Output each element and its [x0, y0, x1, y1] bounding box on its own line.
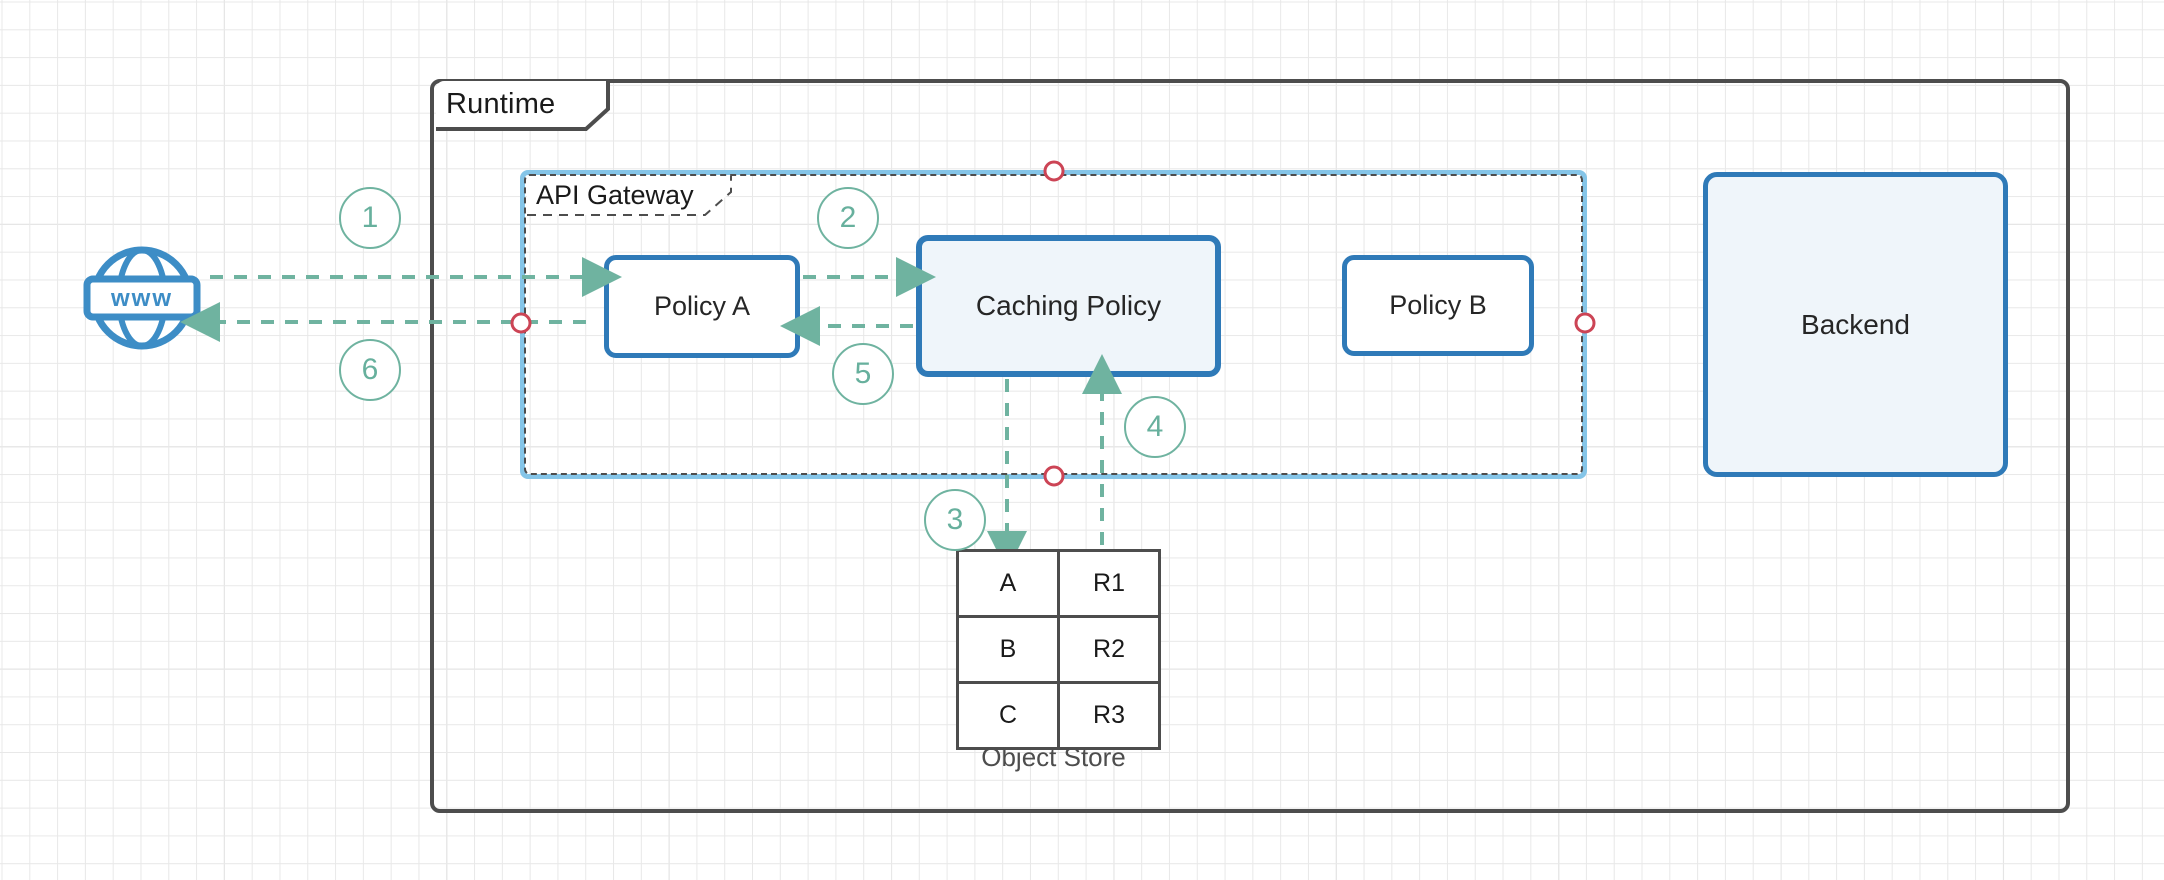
policy-b-label: Policy B	[1389, 290, 1487, 320]
node-policy-a[interactable]: Policy A	[604, 255, 800, 358]
table-row[interactable]: A R1	[956, 549, 1161, 618]
table-cell-value: R3	[1057, 681, 1161, 750]
caching-policy-label: Caching Policy	[975, 290, 1162, 321]
globe-www-text: www	[110, 285, 173, 312]
step-badge-2[interactable]: 2	[817, 187, 879, 249]
node-policy-b[interactable]: Policy B	[1342, 255, 1534, 356]
table-row[interactable]: C R3	[956, 681, 1161, 750]
table-cell-key: B	[956, 615, 1060, 684]
object-store-table-body: A R1 B R2 C R3	[956, 549, 1161, 750]
object-store-label: Object Store	[981, 742, 1126, 772]
step-badge-4[interactable]: 4	[1124, 396, 1186, 458]
step-badge-3[interactable]: 3	[924, 489, 986, 551]
table-cell-value: R1	[1057, 549, 1161, 618]
globe-www-icon[interactable]: www	[73, 243, 211, 353]
table-cell-key: A	[956, 549, 1060, 618]
table-cell-key: C	[956, 681, 1060, 750]
runtime-label: Runtime	[446, 88, 556, 120]
backend-label: Backend	[1801, 308, 1910, 340]
runtime-container[interactable]	[430, 79, 2070, 813]
runtime-tab-shape	[436, 81, 610, 131]
node-caching-policy[interactable]: Caching Policy	[916, 235, 1221, 377]
table-row[interactable]: B R2	[956, 615, 1161, 684]
api-gateway-label: API Gateway	[536, 180, 694, 210]
policy-a-label: Policy A	[653, 291, 751, 321]
step-badge-6[interactable]: 6	[339, 339, 401, 401]
table-cell-value: R2	[1057, 615, 1161, 684]
step-badge-1[interactable]: 1	[339, 187, 401, 249]
object-store-table[interactable]: A R1 B R2 C R3	[956, 549, 1161, 750]
node-backend[interactable]: Backend	[1703, 172, 2008, 477]
step-badge-5[interactable]: 5	[832, 343, 894, 405]
